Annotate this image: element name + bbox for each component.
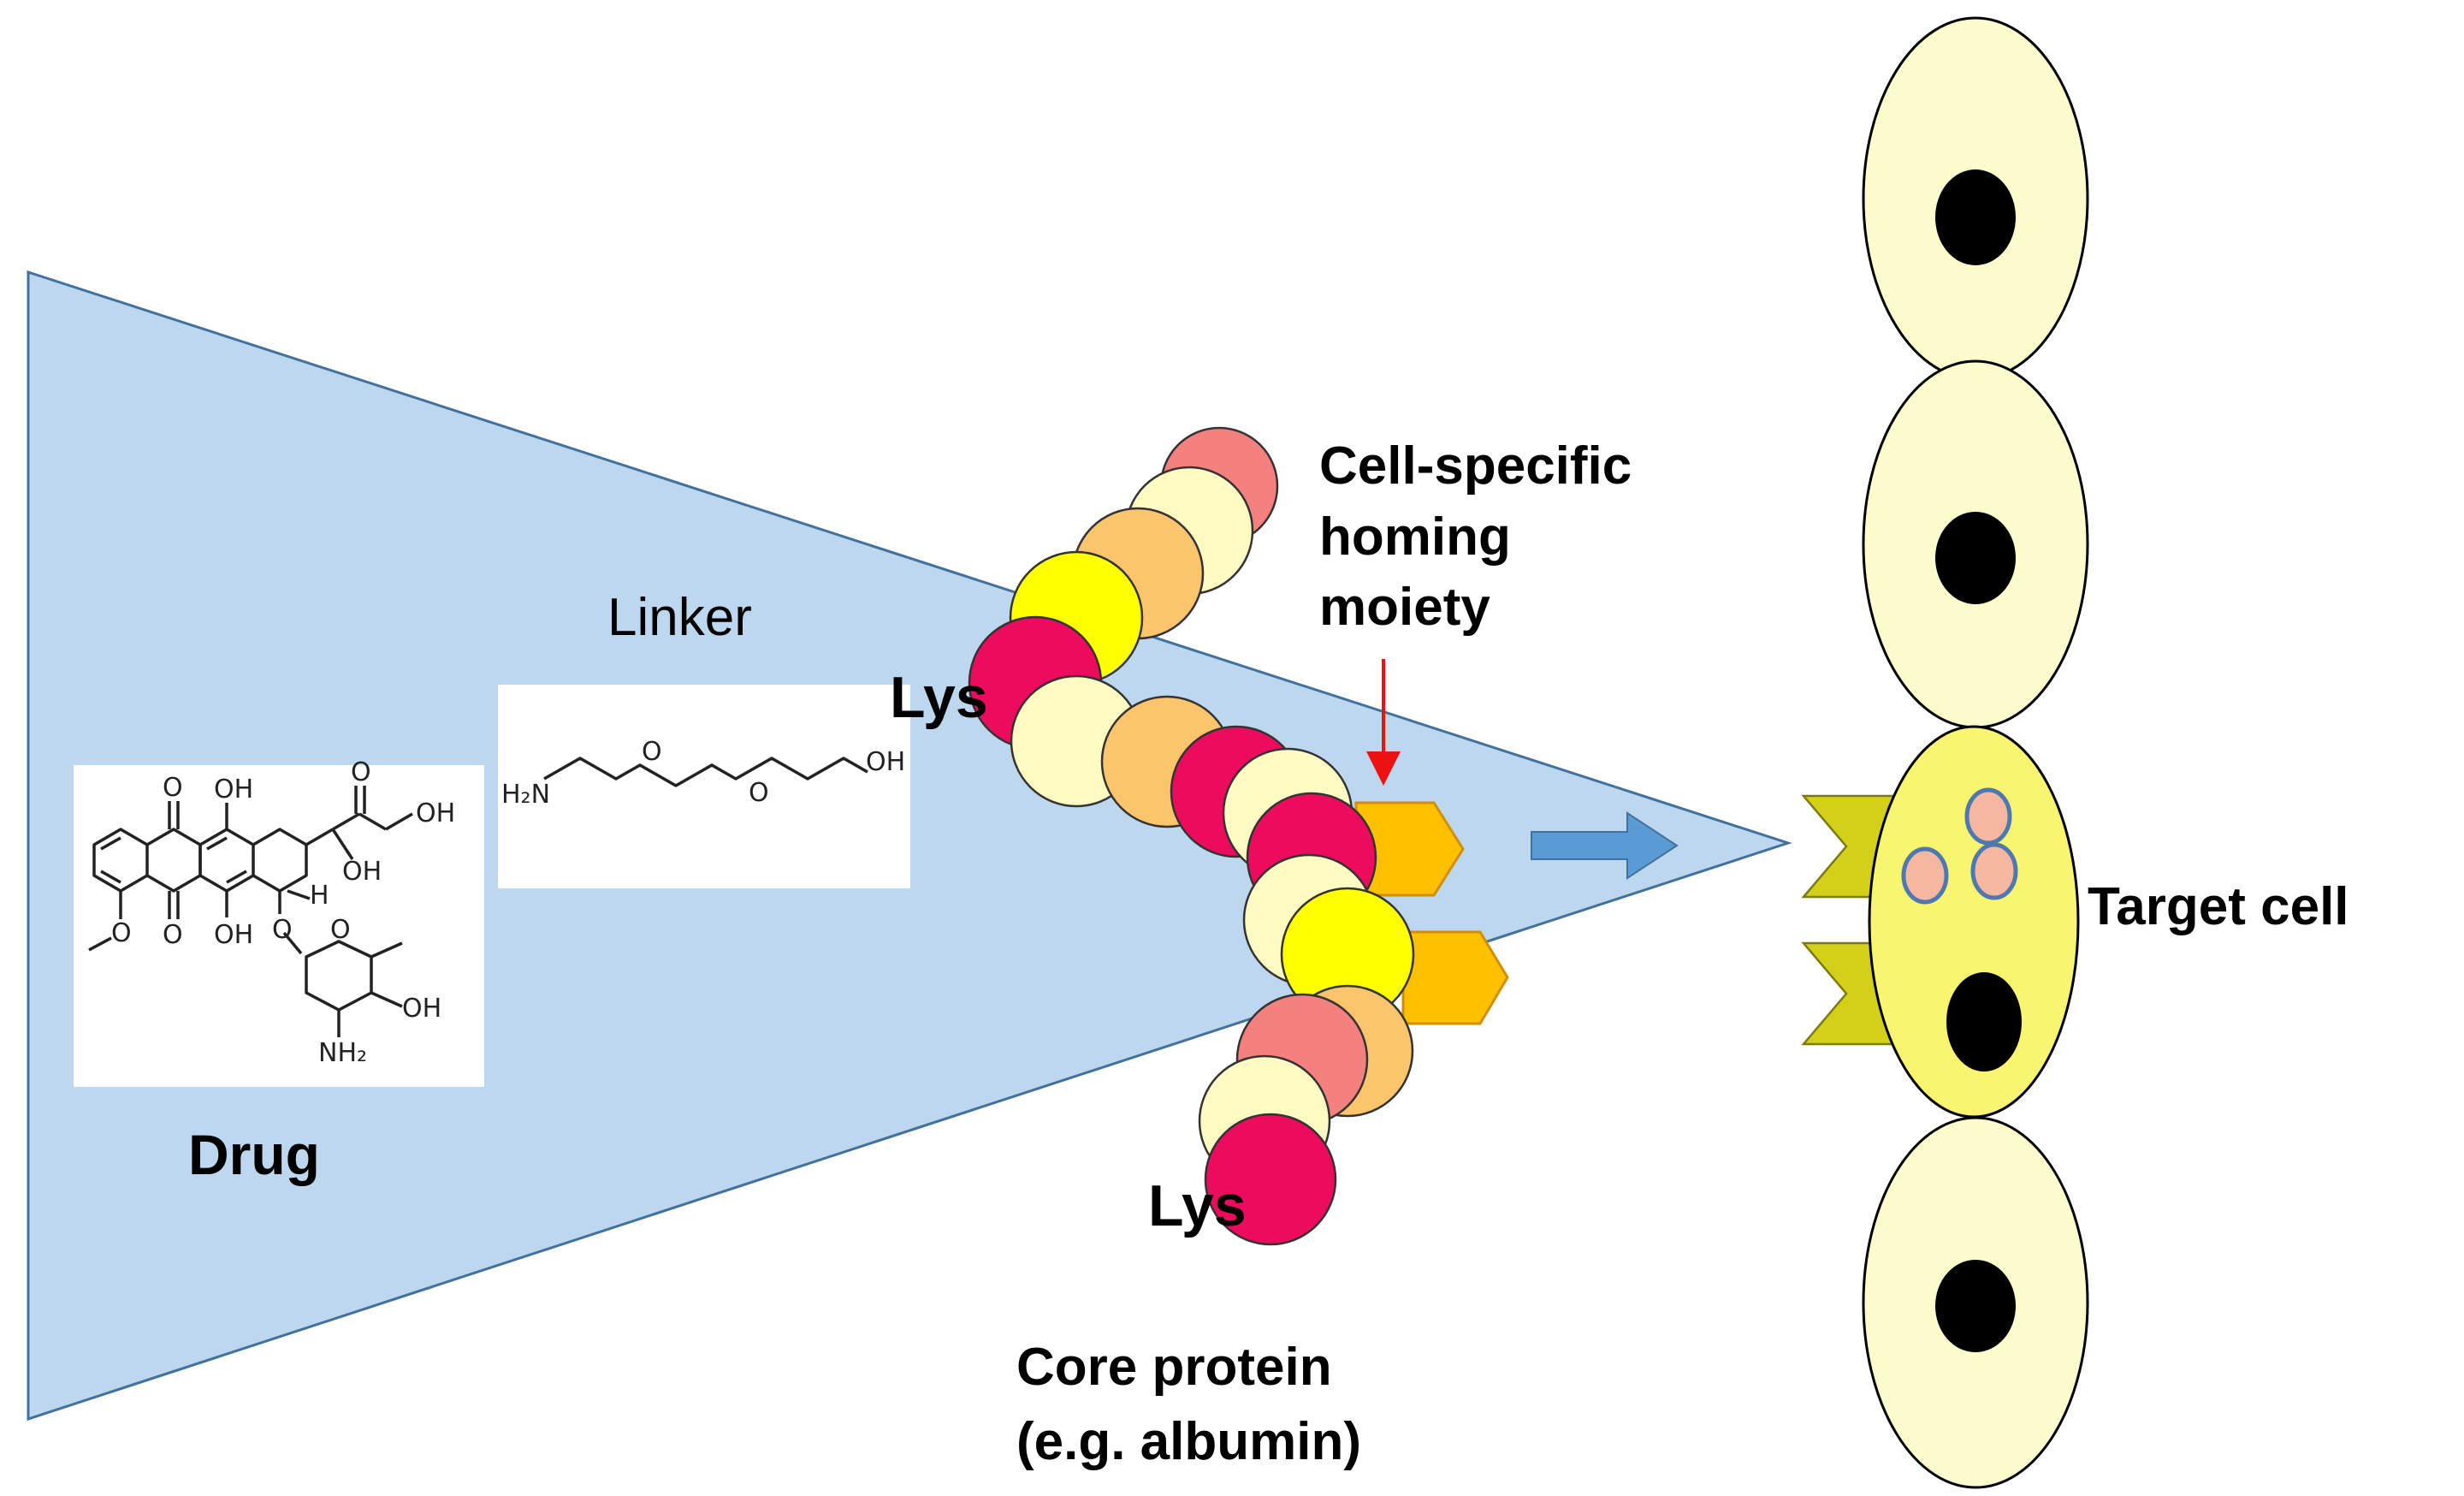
lys-label-lower: Lys [1148, 1173, 1247, 1238]
drug-oh-top-left: OH [214, 775, 253, 804]
lys-label-upper: Lys [890, 665, 988, 730]
nucleus-icon [1935, 1260, 2016, 1352]
nucleus-icon [1946, 972, 2022, 1072]
linker-ether-1: O [642, 737, 662, 767]
drug-oh-mid: OH [342, 857, 382, 887]
protein-bead [1204, 1113, 1337, 1246]
drug-carbonyl-side: O [351, 757, 371, 787]
vesicle-icon [1901, 846, 1949, 905]
nucleus-icon [1935, 169, 2016, 265]
linker-ether-2: O [749, 778, 769, 808]
homing-tag-lower [1401, 930, 1509, 1025]
drug-hydrogen: H [310, 881, 329, 911]
drug-structure-box [74, 765, 484, 1087]
drug-glycosidic-o: O [272, 915, 293, 945]
target-cell-label: Target cell [2088, 877, 2349, 936]
core-protein-chain [968, 426, 1415, 1246]
linker-hydroxyl: OH [866, 747, 905, 777]
drug-ring-o: O [330, 915, 351, 945]
linker-structure: H₂N O O OH [498, 685, 910, 888]
nucleus-icon [1935, 512, 2016, 604]
drug-oh-top-right: OH [416, 798, 455, 828]
core-protein-label-line1: Core protein [1016, 1338, 1332, 1397]
direction-arrow [1531, 811, 1679, 880]
vesicle-icon [1970, 842, 2018, 900]
homing-label-line1: Cell-specific [1319, 436, 1632, 496]
linker-structure-box [498, 685, 910, 888]
drug-methoxy-o: O [111, 918, 132, 948]
drug-oh-sugar: OH [402, 994, 441, 1024]
vesicle-icon [1964, 787, 2012, 846]
core-protein-label-line2: (e.g. albumin) [1016, 1412, 1361, 1471]
cell-stack [1801, 16, 2089, 1489]
linker-label: Linker [607, 588, 752, 647]
linker-amine: H₂N [501, 780, 550, 810]
target-cell [1868, 725, 2080, 1119]
homing-label-line2: homing [1319, 508, 1511, 567]
drug-label: Drug [188, 1123, 320, 1186]
homing-label-line3: moiety [1319, 578, 1490, 637]
drug-oh-bottom: OH [214, 920, 253, 950]
drug-carbonyl-bottom: O [163, 920, 183, 950]
drug-amine: NH₂ [318, 1038, 367, 1068]
drug-carbonyl-top: O [163, 773, 183, 803]
drug-structure: O O OH OH O O OH OH H O O OH NH₂ [74, 757, 484, 1087]
